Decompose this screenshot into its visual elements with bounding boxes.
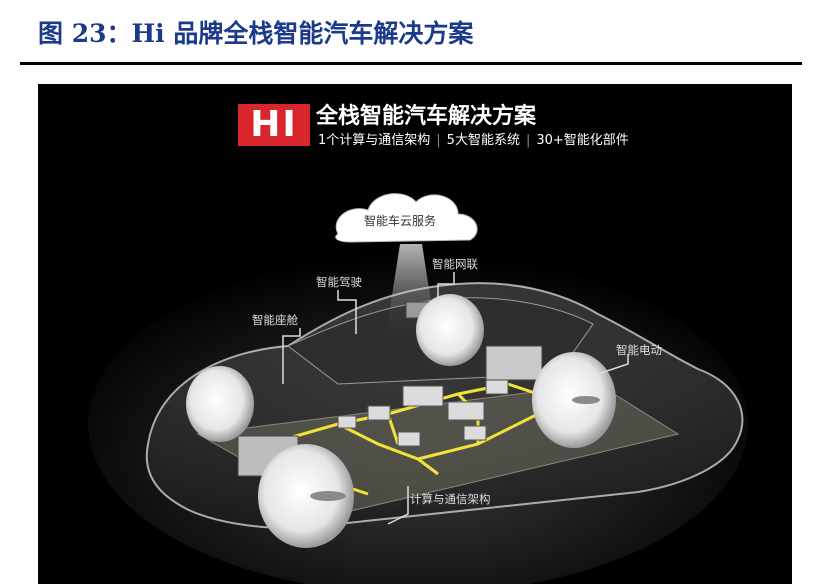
- callout-leaders: [282, 272, 629, 525]
- callout-cloud-service: 智能车云服务: [363, 214, 436, 228]
- subtitle-architecture: 1个计算与通信架构: [318, 133, 431, 148]
- car-illustration: [88, 193, 748, 584]
- wheel-front-left: [186, 366, 254, 442]
- rear-motor-unit: [485, 345, 543, 381]
- callout-electric: 智能电动: [616, 343, 662, 357]
- figure-image-panel: HI 全栈智能汽车解决方案 1个计算与通信架构|5大智能系统|30+智能化部件 …: [38, 84, 792, 584]
- compute-modules: [337, 379, 557, 447]
- figure-title: 图 23：Hi 品牌全栈智能汽车解决方案: [38, 19, 474, 48]
- title-rule: [20, 62, 802, 65]
- wheel-front-right: [258, 444, 354, 548]
- cloud-shape: [335, 193, 478, 243]
- wheel-front-right-hub: [310, 491, 346, 501]
- callout-architecture: 计算与通信架构: [410, 492, 491, 506]
- subtitle-separator: |: [436, 133, 441, 148]
- banner-title: 全栈智能汽车解决方案: [316, 104, 537, 129]
- hi-logo: HI: [238, 104, 310, 146]
- subtitle-components: 30+智能化部件: [536, 133, 629, 148]
- callout-network: 智能网联: [432, 257, 478, 271]
- banner-subtitle: 1个计算与通信架构 | 5大智能系统 | 30+智能化部件: [318, 129, 629, 148]
- callout-driving: 智能驾驶: [316, 275, 362, 289]
- subtitle-separator: |: [525, 133, 531, 148]
- callout-cockpit: 智能座舱: [252, 313, 298, 327]
- subtitle-systems: 5大智能系统: [446, 133, 520, 148]
- wheel-rear-left: [416, 294, 484, 366]
- wheel-rear-right-hub: [572, 396, 600, 404]
